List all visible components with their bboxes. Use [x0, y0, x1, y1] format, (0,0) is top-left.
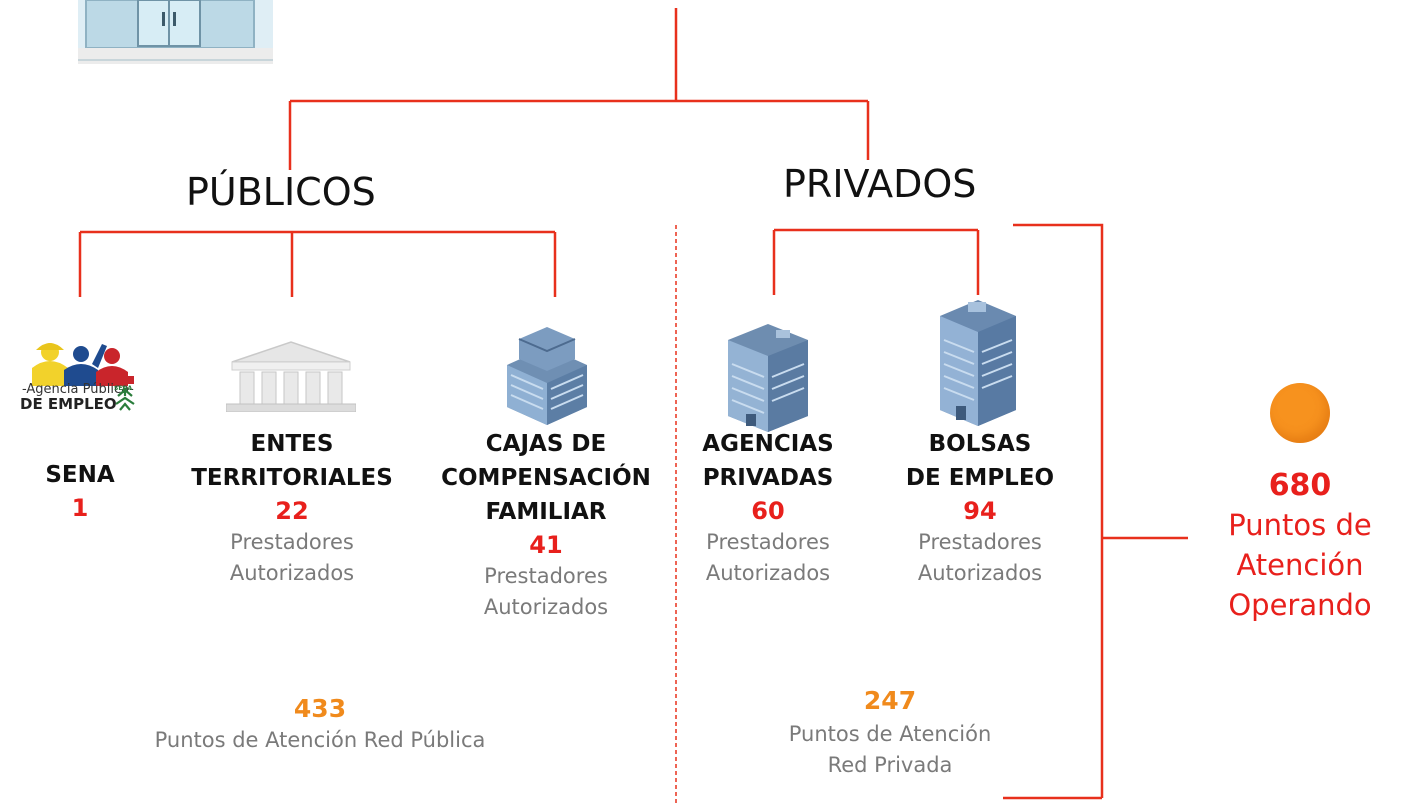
- public-total: 433 Puntos de Atención Red Pública: [80, 694, 560, 756]
- skyscraper-building-icon: [940, 300, 1016, 426]
- private-connector: [772, 228, 980, 295]
- private-heading: PRIVADOS: [783, 162, 977, 206]
- people-icon: [32, 343, 134, 386]
- office-building-icon: [507, 327, 587, 425]
- root-connector: [288, 8, 870, 170]
- government-building-icon: [226, 341, 356, 412]
- node-sena-count: 1: [71, 494, 89, 522]
- logo-text-line2: DE EMPLEO: [20, 395, 117, 413]
- overall-circle-icon: [1270, 383, 1330, 443]
- public-total-label: Puntos de Atención Red Pública: [154, 728, 486, 752]
- private-total-value: 247: [863, 686, 917, 715]
- sena-logo: -Agencia Pública- DE EMPLEO SENA: [20, 338, 138, 413]
- node-sena: SENA 1: [20, 458, 140, 522]
- public-total-value: 433: [293, 694, 347, 723]
- node-bolsas-count: 94: [963, 497, 997, 525]
- logo-text-line1: -Agencia Pública-: [22, 382, 134, 397]
- node-sena-title: SENA: [45, 462, 115, 488]
- public-heading: PÚBLICOS: [186, 170, 376, 214]
- node-agencias-count: 60: [751, 497, 785, 525]
- sena-mark-text: SENA: [114, 385, 133, 392]
- node-entes-count: 22: [275, 497, 309, 525]
- sena-mark-icon: [115, 388, 135, 411]
- node-cajas-count: 41: [529, 531, 563, 559]
- tower-building-icon: [728, 324, 808, 432]
- window-building-icon: [78, 0, 273, 64]
- overall-total-value: 680: [1268, 468, 1332, 503]
- public-connector: [78, 230, 557, 297]
- total-bracket: [1003, 223, 1188, 800]
